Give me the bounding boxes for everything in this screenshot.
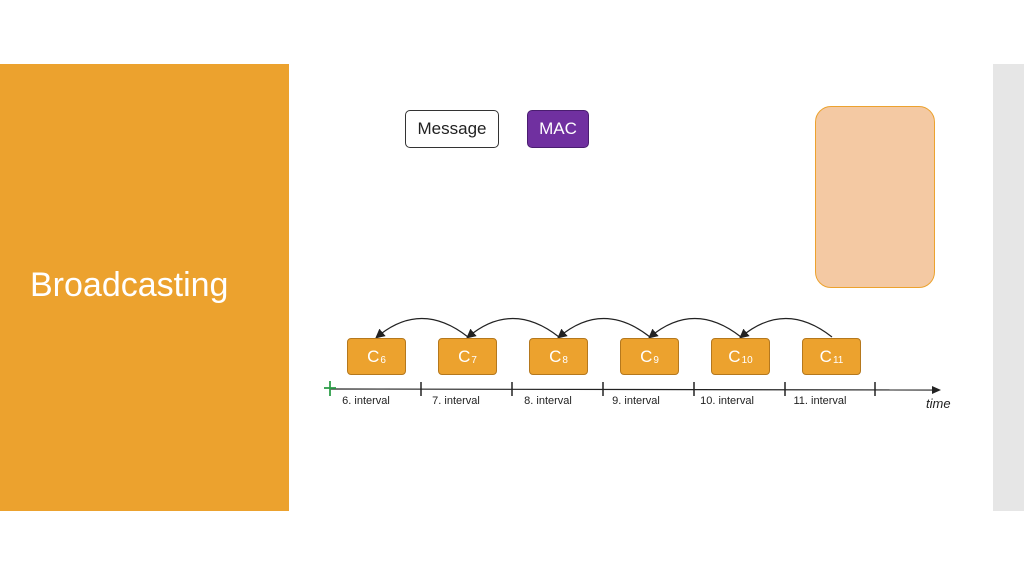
- time-axis-arrowhead: [932, 386, 941, 394]
- key-base: C: [367, 346, 380, 366]
- right-edge-strip: [993, 64, 1024, 511]
- time-axis-line: [329, 388, 935, 391]
- key-subscript: 9: [653, 355, 659, 366]
- message-legend-label: Message: [417, 119, 487, 138]
- chain-arrow-11-to-10: [739, 318, 833, 339]
- key-subscript: 10: [741, 355, 753, 366]
- slide-title: Broadcasting: [30, 266, 229, 304]
- message-legend-box: Message: [405, 110, 499, 148]
- receiver-placeholder-box: [815, 106, 935, 288]
- key-base: C: [728, 346, 741, 366]
- interval-label-10: 10. interval: [700, 395, 754, 407]
- key-subscript: 7: [471, 355, 477, 366]
- interval-label-11: 11. interval: [793, 395, 847, 407]
- interval-label-6: 6. interval: [342, 395, 390, 407]
- chain-arrow-9-to-8: [557, 318, 651, 339]
- mac-legend-label: MAC: [539, 119, 577, 138]
- key-base: C: [458, 346, 471, 366]
- mac-legend-box: MAC: [527, 110, 589, 148]
- chain-arrow-8-to-7: [466, 318, 560, 339]
- key-subscript: 8: [562, 355, 568, 366]
- time-axis-label: time: [926, 396, 951, 411]
- key-base: C: [549, 346, 562, 366]
- interval-label-7: 7. interval: [432, 395, 480, 407]
- chain-arrow-7-to-6: [375, 318, 469, 339]
- key-base: C: [819, 346, 832, 366]
- left-title-panel: [0, 64, 289, 511]
- key-subscript: 11: [832, 355, 844, 366]
- key-subscript: 6: [380, 355, 386, 366]
- key-base: C: [640, 346, 653, 366]
- chain-arrow-10-to-9: [648, 318, 742, 339]
- interval-label-9: 9. interval: [612, 395, 660, 407]
- interval-label-8: 8. interval: [524, 395, 572, 407]
